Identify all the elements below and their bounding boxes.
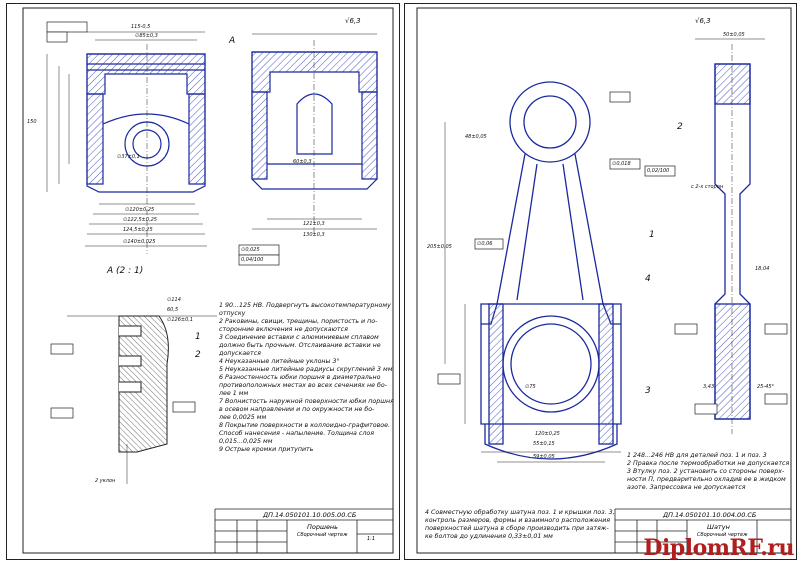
rod-surface-mark: √6,3 bbox=[695, 17, 711, 25]
piston-section-left bbox=[86, 53, 206, 193]
rod-title-name: Шатун bbox=[707, 523, 730, 531]
rod-dim-59: 59±0,05 bbox=[533, 454, 555, 460]
piston-title-subtitle: Сборочный чертеж bbox=[297, 532, 348, 538]
dim-37: ∅37±0,1 bbox=[117, 154, 140, 160]
piston-title-code: ДП.14.050101.10.005.00.СБ bbox=[263, 511, 357, 519]
dim-150: 150 bbox=[27, 119, 37, 125]
dim-130: 130±0,3 bbox=[303, 232, 325, 238]
rod-frame-006: ∅0,06 bbox=[477, 241, 493, 247]
rod-dim-55: 55±0,15 bbox=[533, 441, 555, 447]
piston-drawing-sheet: A A (2 : 1) √6,3 115-0,5 ∅85±0,3 ∅120±0,… bbox=[6, 3, 400, 560]
piston-title-scale: 1:1 bbox=[367, 536, 376, 542]
rod-frame-0018: ∅0,018 bbox=[612, 161, 631, 167]
watermark-logo: DiplomRF.ru bbox=[643, 529, 794, 562]
rod-assembly-note: 4 Совместную обработку шатуна поз. 1 и к… bbox=[425, 509, 615, 540]
rod-callout-2: 2 bbox=[677, 122, 683, 132]
rod-dim-343: 3,43 bbox=[703, 384, 715, 390]
detail-a-view bbox=[67, 315, 217, 484]
dim-122: ∅122,5±0,25 bbox=[123, 217, 157, 223]
rod-dim-205: 205±0,05 bbox=[427, 244, 452, 250]
piston-technical-notes: 1 90...125 HB. Подвергнуть высокотемпера… bbox=[219, 302, 394, 453]
rod-dim-50: 50±0,05 bbox=[723, 32, 745, 38]
rod-angle: 25-45° bbox=[757, 384, 775, 390]
rod-callout-4: 4 bbox=[645, 274, 651, 284]
rod-technical-notes: 1 248...246 HB для деталей поз. 1 и поз.… bbox=[627, 452, 790, 491]
callout-2-left: 2 bbox=[195, 350, 201, 360]
dim-60-5: 60,5 bbox=[167, 307, 179, 313]
piston-section-right bbox=[251, 51, 378, 190]
surface-roughness-mark: √6,3 bbox=[345, 17, 361, 25]
rod-title-subtitle: Сборочный чертеж bbox=[697, 532, 748, 538]
rod-callout-1: 1 bbox=[649, 230, 655, 240]
dim-115: 115-0,5 bbox=[131, 24, 151, 30]
rod-dim-75: ∅75 bbox=[525, 384, 536, 390]
rod-drawing-sheet: 1 2 3 4 205±0,05 50±0,05 59±0,05 55±0,15… bbox=[404, 3, 797, 560]
callout-1-left: 1 bbox=[195, 332, 201, 342]
rod-title-code: ДП.14.050101.10.004.00.СБ bbox=[663, 511, 757, 519]
dim-85: ∅85±0,3 bbox=[135, 33, 158, 39]
rod-dim-48: 48±0,05 bbox=[465, 134, 487, 140]
rod-callout-3: 3 bbox=[645, 386, 651, 396]
piston-title-name: Поршень bbox=[307, 523, 339, 531]
rod-frame-002: 0,02/100 bbox=[647, 168, 670, 174]
rod-front-view bbox=[480, 81, 622, 460]
piston-drawing bbox=[22, 7, 394, 554]
rod-dim-120: 120±0,25 bbox=[535, 431, 560, 437]
frame-025: ∅0,025 bbox=[241, 247, 260, 253]
dim-140: ∅140±0,025 bbox=[123, 239, 156, 245]
dim-126: ∅126±0,1 bbox=[167, 317, 194, 323]
dim-114: ∅114 bbox=[167, 297, 181, 303]
dim-121: 121±0,3 bbox=[303, 221, 325, 227]
dim-124: 124,5±0,25 bbox=[123, 227, 153, 233]
rod-dim-1804: 18,04 bbox=[755, 266, 770, 272]
view-label-a: A bbox=[229, 36, 236, 46]
watermark-suffix: RF bbox=[729, 535, 761, 561]
frame-004: 0,04/100 bbox=[241, 257, 264, 263]
rod-side-view bbox=[714, 44, 751, 434]
watermark-brand: Diplom bbox=[643, 535, 730, 561]
rod-note-two-sides: с 2-х сторон bbox=[691, 184, 724, 190]
watermark-tld: .ru bbox=[760, 535, 794, 561]
dim-60: 60±0,3 bbox=[293, 159, 312, 165]
dim-120: ∅120±0,25 bbox=[125, 207, 155, 213]
rod-drawing bbox=[416, 7, 792, 554]
detail-label: A (2 : 1) bbox=[107, 266, 144, 276]
detail-dim-2-uklona: 2 уклон bbox=[95, 478, 116, 484]
